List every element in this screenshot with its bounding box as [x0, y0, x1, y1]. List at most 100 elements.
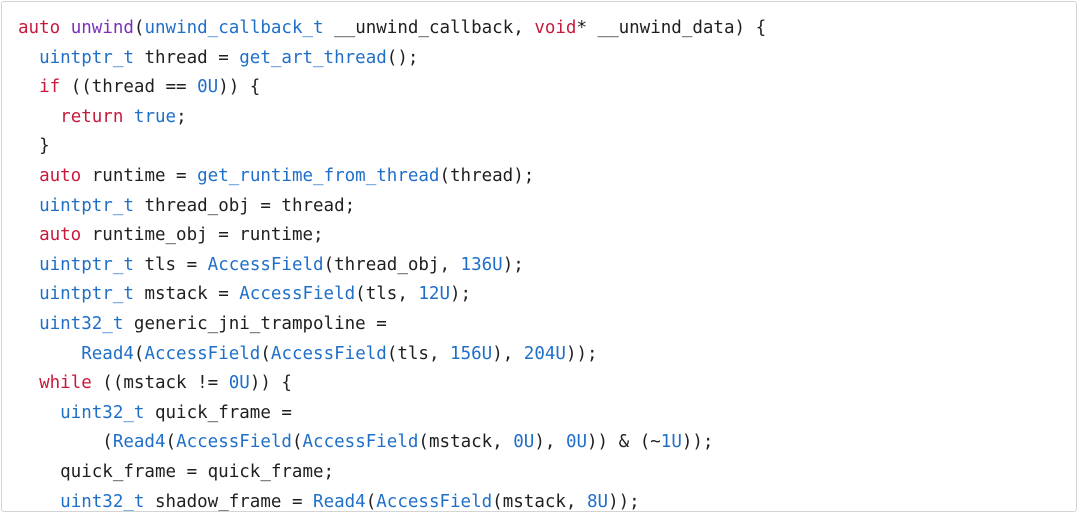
code-token: generic_jni_trampoline =	[123, 313, 387, 334]
code-token-kw: auto	[18, 18, 61, 38]
code-token: (mstack,	[418, 432, 514, 453]
code-token	[18, 196, 39, 216]
code-token-typ: uint32_t	[39, 313, 124, 334]
code-token: ((mstack !=	[91, 373, 229, 394]
code-token: tls =	[133, 254, 208, 275]
code-token-fn: get_runtime_from_thread	[197, 165, 440, 186]
code-token-num: 12U	[418, 284, 450, 305]
code-line: uint32_t generic_jni_trampoline =	[18, 310, 766, 340]
code-token-typ: uintptr_t	[39, 195, 134, 216]
code-token-fn: Read4	[81, 343, 134, 364]
code-token: );	[502, 254, 524, 275]
code-token: (	[18, 432, 113, 453]
code-token: runtime_obj = runtime;	[81, 225, 324, 246]
code-token-num: 0U	[228, 373, 250, 394]
code-token: ((thread ==	[60, 77, 198, 98]
code-token: thread =	[133, 47, 240, 68]
code-token: (	[260, 343, 271, 364]
code-line: return true;	[18, 103, 766, 133]
code-token: quick_frame =	[144, 402, 292, 423]
code-line: Read4(AccessField(AccessField(tls, 156U)…	[18, 340, 766, 370]
code-line: uint32_t quick_frame =	[18, 399, 766, 429]
code-token	[18, 166, 39, 186]
code-line: while ((mstack != 0U)) {	[18, 369, 766, 399]
code-token: shadow_frame =	[144, 491, 314, 512]
code-token-num: 0U	[513, 432, 535, 453]
code-token: * __unwind_data) {	[576, 18, 767, 38]
code-token-fn: AccessField	[207, 254, 324, 275]
code-token: mstack =	[133, 284, 240, 305]
code-line: quick_frame = quick_frame;	[18, 458, 766, 488]
code-token	[18, 284, 39, 304]
code-line: uintptr_t mstack = AccessField(tls, 12U)…	[18, 280, 766, 310]
code-token-num: 1U	[660, 432, 682, 453]
code-line: auto runtime = get_runtime_from_thread(t…	[18, 162, 766, 192]
code-token-kw: while	[39, 373, 92, 394]
code-token: (	[133, 343, 145, 364]
code-line: uintptr_t thread_obj = thread;	[18, 192, 766, 222]
code-token: )) & (~	[587, 432, 661, 453]
code-line: }	[18, 132, 766, 162]
code-token-fn: AccessField	[239, 284, 356, 305]
code-token-num: 204U	[523, 343, 566, 364]
code-token	[18, 48, 39, 68]
code-token-lit: true	[133, 106, 177, 127]
code-token-fn: AccessField	[270, 343, 387, 364]
code-token-fn: Read4	[313, 491, 366, 512]
code-token: }	[18, 136, 50, 157]
code-token: thread_obj = thread;	[133, 195, 356, 216]
code-token: __unwind_callback,	[323, 18, 535, 38]
code-token: ));	[608, 491, 640, 512]
code-line: uintptr_t thread = get_art_thread();	[18, 44, 766, 74]
code-token: )) {	[249, 373, 292, 394]
code-token-fn: AccessField	[302, 432, 419, 453]
code-line: if ((thread == 0U)) {	[18, 73, 766, 103]
code-token	[18, 492, 60, 512]
code-token: ();	[386, 47, 419, 68]
code-token-kw: return	[60, 106, 124, 127]
code-token-typ: uint32_t	[60, 402, 145, 423]
code-token	[18, 255, 39, 275]
code-token-typ: uintptr_t	[39, 47, 134, 68]
code-token	[18, 107, 60, 127]
code-token-num: 0U	[565, 432, 588, 453]
code-line: auto runtime_obj = runtime;	[18, 221, 766, 251]
code-token-num: 8U	[587, 491, 609, 512]
code-token	[18, 403, 60, 423]
code-token: (tls,	[355, 284, 419, 305]
code-token: (	[291, 432, 303, 453]
code-token: (thread_obj,	[323, 254, 461, 275]
code-token: ;	[176, 106, 187, 127]
code-token: ));	[681, 432, 714, 453]
code-token	[18, 344, 81, 364]
code-token	[60, 18, 71, 38]
code-token-kw: auto	[39, 165, 82, 186]
code-line: auto unwind(unwind_callback_t __unwind_c…	[18, 14, 766, 44]
code-token: ));	[565, 343, 598, 364]
code-block[interactable]: auto unwind(unwind_callback_t __unwind_c…	[18, 14, 766, 512]
code-token-fn: get_art_thread	[239, 47, 387, 68]
code-token: runtime =	[81, 165, 198, 186]
code-token-num: 156U	[450, 343, 493, 364]
code-token-fnp: unwind	[70, 18, 134, 38]
code-token-fn: Read4	[112, 432, 166, 453]
code-token-kw: auto	[39, 225, 82, 246]
code-token	[18, 77, 39, 97]
code-token: ),	[534, 432, 566, 453]
code-token-typ: uint32_t	[60, 491, 145, 512]
code-token: (	[365, 491, 377, 512]
code-token-kw: if	[39, 77, 61, 98]
code-token-fn: AccessField	[376, 491, 493, 512]
code-token: (mstack,	[492, 491, 587, 512]
code-token	[18, 373, 39, 393]
code-line: uint32_t shadow_frame = Read4(AccessFiel…	[18, 488, 766, 512]
code-token-typ: uintptr_t	[39, 254, 134, 275]
code-token: (thread);	[439, 165, 535, 186]
code-token	[18, 314, 39, 334]
code-line: (Read4(AccessField(AccessField(mstack, 0…	[18, 428, 766, 458]
code-token: (tls,	[386, 343, 451, 364]
code-token: quick_frame = quick_frame;	[18, 461, 335, 482]
code-token	[123, 107, 134, 127]
code-token: (	[165, 432, 177, 453]
code-token: )) {	[218, 77, 261, 98]
